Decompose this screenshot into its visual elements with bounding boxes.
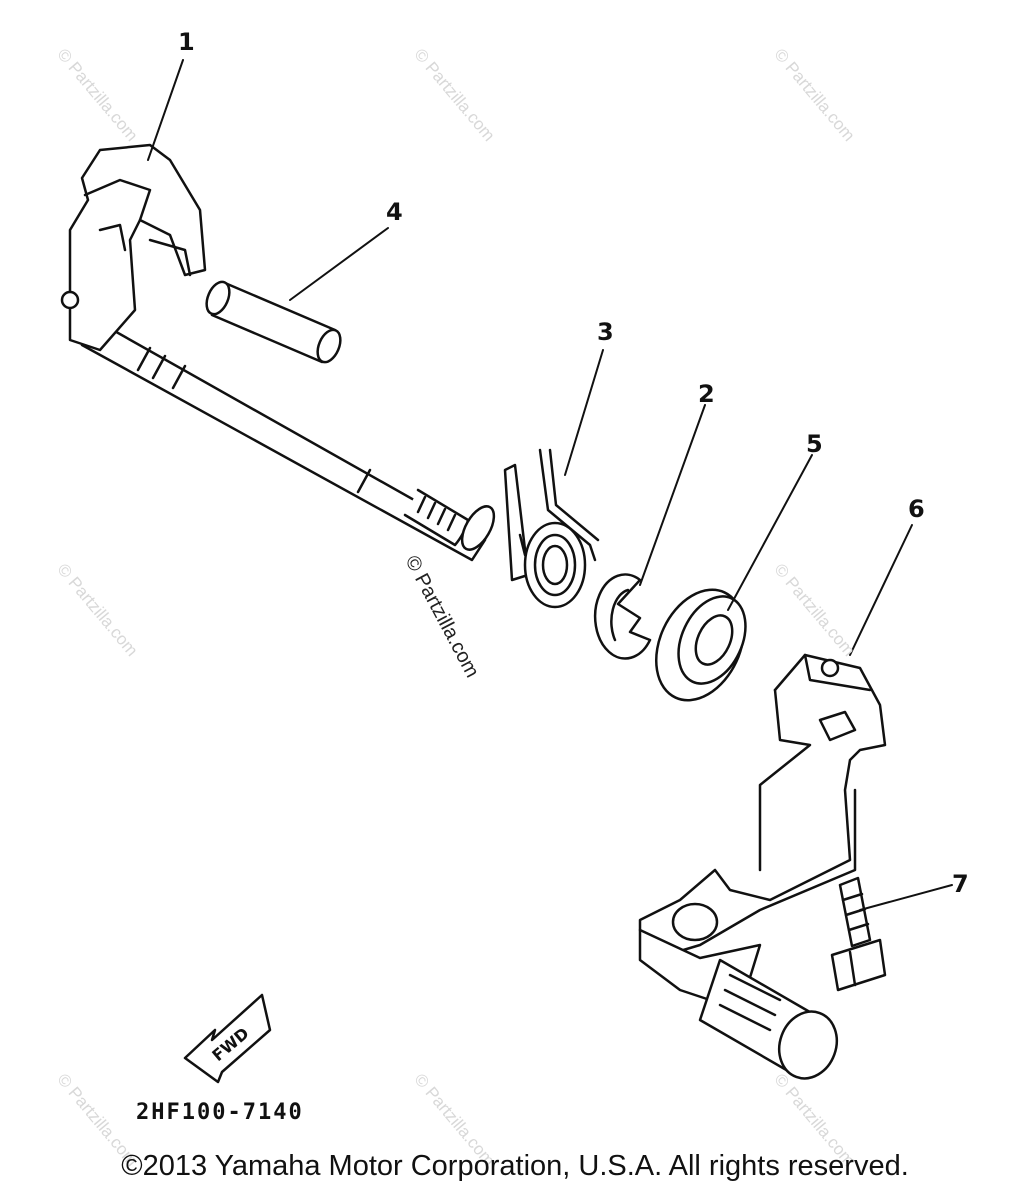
shift-shaft-part-1 bbox=[60, 143, 496, 562]
oil-seal-part-5 bbox=[654, 588, 747, 702]
callout-4: 4 bbox=[386, 198, 403, 226]
copyright-notice: ©2013 Yamaha Motor Corporation, U.S.A. A… bbox=[121, 1150, 909, 1182]
leader-lines bbox=[147, 59, 953, 911]
callout-5: 5 bbox=[806, 430, 823, 458]
callout-1: 1 bbox=[178, 28, 195, 56]
shift-pedal-part-6 bbox=[638, 653, 887, 1080]
bolt-part-7 bbox=[830, 876, 887, 992]
callout-7: 7 bbox=[952, 870, 969, 898]
fwd-arrow-icon: FWD bbox=[183, 993, 272, 1084]
pin-part-4 bbox=[205, 280, 342, 364]
callout-3: 3 bbox=[597, 318, 614, 346]
part-code: 2HF100-7140 bbox=[136, 1100, 304, 1125]
circlip-part-2 bbox=[593, 573, 652, 660]
callout-6: 6 bbox=[908, 495, 925, 523]
spring-part-3 bbox=[503, 448, 600, 609]
callout-2: 2 bbox=[698, 380, 715, 408]
